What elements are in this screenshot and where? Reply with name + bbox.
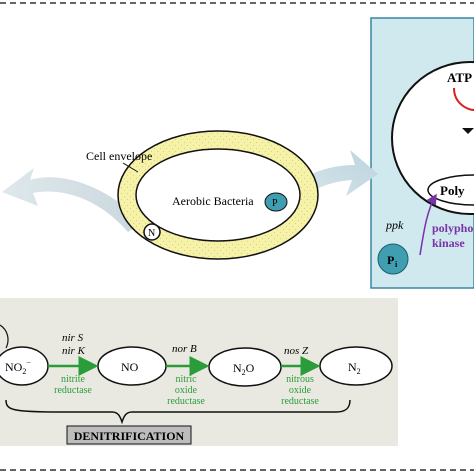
bacteria-label: Aerobic Bacteria (172, 194, 254, 208)
denitrification-title-box (66, 425, 192, 445)
ppk-label: ppk (385, 218, 404, 232)
enzyme-3-line2: oxide (289, 385, 312, 396)
node-n2-label: N2 (348, 360, 361, 376)
gene-1-line2: nir K (62, 345, 86, 357)
enzyme-1-line1: nitrite (61, 374, 85, 385)
enzyme-3-line1: nitrous (286, 374, 314, 385)
poly-oval (427, 174, 474, 206)
kinase-label-line2: kinase (432, 236, 465, 250)
kinase-label-line1: polypho (432, 221, 473, 235)
atp-label: ATP (447, 70, 472, 85)
node-n2o-label: N2O (233, 361, 255, 377)
enzyme-2-line1: nitric (175, 374, 197, 385)
enzyme-2-line3: reductase (167, 396, 205, 407)
poly-label: Poly (440, 183, 465, 198)
atp-red-arrow (453, 87, 474, 111)
panel-edge-curve (0, 324, 9, 349)
gene-3-line1: nos Z (284, 345, 309, 357)
cell-envelope-label: Cell envelope (86, 149, 152, 163)
n-marker-label: N (148, 228, 155, 239)
nitrogen-export-arrow (2, 168, 142, 232)
p-marker (264, 192, 288, 212)
denitrification-title: DENITRIFICATION (74, 429, 185, 443)
cell-envelope-inner (135, 148, 301, 242)
enzyme-1-line2: reductase (54, 385, 92, 396)
arrow-tip-icon (462, 128, 474, 134)
kinase-arrow (419, 193, 437, 256)
enzyme-3-line3: reductase (281, 396, 319, 407)
node-no-label: NO (121, 360, 139, 374)
pi-circle (377, 243, 409, 275)
n-marker (143, 223, 161, 241)
gene-1-line1: nir S (62, 332, 84, 344)
p-marker-label: P (272, 198, 278, 209)
enzyme-2-line2: oxide (175, 385, 198, 396)
cell-envelope-pointer (122, 162, 139, 173)
pi-label: P (387, 253, 394, 267)
pi-subscript: i (395, 260, 398, 269)
gene-2-line1: nor B (172, 343, 197, 355)
node-no2-label: NO2− (5, 358, 31, 376)
denitrification-brace (5, 399, 351, 425)
